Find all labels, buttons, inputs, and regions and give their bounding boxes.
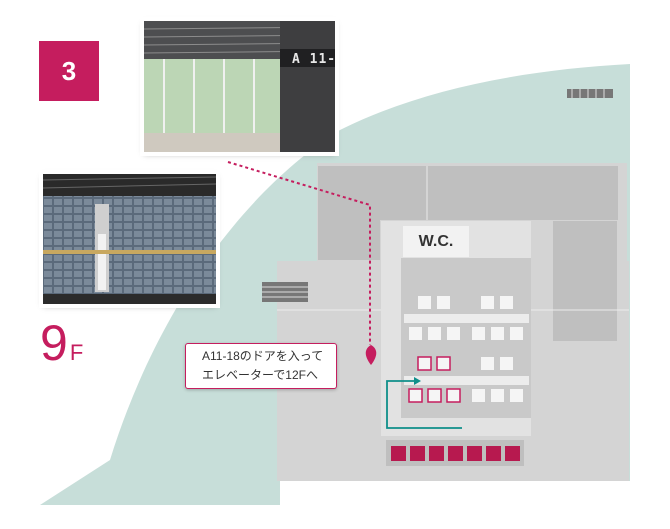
floor-label: 9F (40, 318, 83, 368)
lobby-sign-text: A 11- (292, 52, 335, 67)
north-room-2 (428, 166, 618, 220)
restroom-label: W.C. (403, 226, 469, 257)
lobby-image: A 11- (144, 21, 335, 152)
route-arrow-head-icon (414, 377, 421, 385)
stairs-icon (262, 282, 308, 302)
north-room-1 (318, 166, 426, 220)
direction-callout: A11-18のドアを入って エレベーターで12Fへ (185, 343, 337, 389)
callout-line-1: A11-18のドアを入って (202, 349, 324, 363)
callout-line-2: エレベーターで12Fへ (202, 368, 318, 382)
step-number-badge: 3 (39, 41, 99, 101)
locker-row-1 (418, 296, 513, 309)
photo-stone-wall (43, 174, 216, 304)
highlighted-rooms (391, 446, 520, 461)
photo-lobby: A 11- (144, 21, 335, 152)
floor-unit: F (69, 340, 84, 365)
route-dotted-line (227, 161, 371, 345)
route-arrow-line (386, 380, 462, 429)
locker-row-4 (408, 388, 523, 403)
east-room (553, 221, 617, 341)
stairs-icon-north (567, 89, 613, 98)
floor-number: 9 (40, 315, 68, 371)
locker-row-2 (409, 327, 523, 340)
stone-wall-image (43, 174, 216, 304)
location-pin-icon (365, 345, 377, 365)
locker-row-3 (417, 356, 513, 371)
